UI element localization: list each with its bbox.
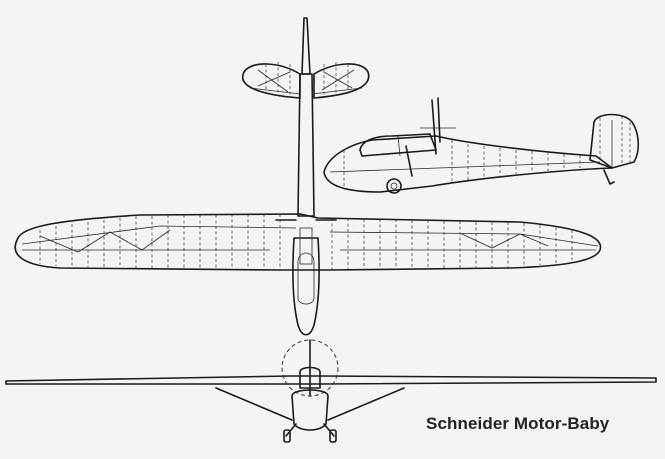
aircraft-caption: Schneider Motor-Baby (426, 414, 610, 433)
side-view (323, 97, 640, 194)
top-view-fuselage (292, 17, 320, 336)
front-view (5, 339, 657, 443)
top-view-wing (14, 213, 602, 271)
top-view-tailplane (241, 62, 370, 99)
wing-ribs (39, 214, 573, 270)
